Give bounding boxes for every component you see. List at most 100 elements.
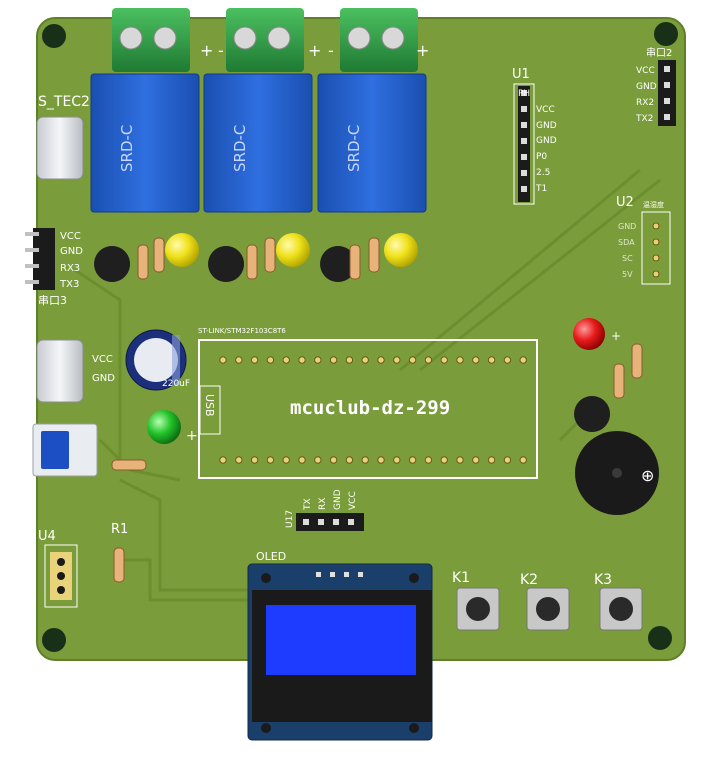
relay-3: SRD-C — [317, 73, 427, 213]
mcu-pad — [345, 356, 354, 364]
terminal-2-plus: + — [308, 41, 321, 60]
key-k1[interactable]: K1 — [452, 570, 500, 631]
usb-c-connector-mid[interactable] — [36, 339, 84, 403]
power-plus: + — [186, 428, 198, 444]
terminal-block-1: + — [112, 8, 213, 72]
mcu-pad — [377, 456, 385, 464]
relay-3-label: SRD-C — [345, 125, 363, 172]
u1-pin-gnd2: GND — [536, 136, 557, 146]
mcu-pad — [298, 456, 306, 464]
mcu-pad — [250, 356, 259, 364]
usart2-tx2: TX2 — [635, 114, 653, 124]
mcu-pad — [329, 456, 338, 464]
terminal-1-plus: + — [200, 41, 213, 60]
usart3-vcc: VCC — [60, 231, 81, 242]
mcu-pad — [487, 356, 496, 364]
usart3-header: VCC GND RX3 TX3 串口3 — [25, 228, 83, 307]
u2-gnd: GND — [618, 222, 636, 231]
terminal-2-minus: - — [218, 41, 224, 60]
mcu-pad — [519, 356, 527, 364]
mcu-pad — [393, 456, 401, 464]
u17-tx: TX — [303, 498, 313, 511]
mcu-pad — [393, 356, 401, 364]
relay-2-label: SRD-C — [231, 125, 249, 172]
oled-label: OLED — [256, 550, 286, 563]
u1-header: U1 PH VCC GND GND P0 2.5 T1 — [512, 67, 557, 205]
mcu-pad — [424, 356, 433, 364]
relay-2: SRD-C — [203, 73, 313, 213]
mcu-pad — [298, 356, 306, 364]
usart3-gnd: GND — [60, 246, 83, 257]
usart3-tx3: TX3 — [59, 279, 79, 290]
mcu-pad — [329, 356, 338, 364]
buzzer: ⊕ — [575, 431, 659, 515]
u2-sub: 温湿度 — [643, 200, 664, 209]
u2-ref: U2 — [616, 195, 634, 210]
capacitor: 220uF — [125, 329, 190, 391]
u17-vcc: VCC — [348, 491, 358, 510]
led-green — [147, 410, 181, 444]
board-title: mcuclub-dz-299 — [290, 397, 450, 419]
mcu-pad — [424, 456, 433, 464]
terminal-3-plus: + — [416, 41, 429, 60]
resistors — [111, 237, 643, 583]
mounting-holes — [42, 22, 678, 652]
mcu-pad — [219, 456, 227, 464]
mcu-pad — [345, 456, 354, 464]
u1-ref: U1 — [512, 67, 530, 82]
mcu-pad — [440, 456, 448, 464]
relay-1-label: SRD-C — [118, 125, 136, 172]
mcu-pad — [519, 456, 527, 464]
key-k1-label: K1 — [452, 570, 470, 586]
mcu-pad — [219, 356, 227, 364]
usart2-header: 串口2 VCC GND RX2 TX2 — [635, 47, 676, 126]
key-k3[interactable]: K3 — [594, 572, 643, 631]
copper-traces — [74, 168, 661, 602]
u2-5v: 5V — [622, 270, 633, 279]
mcu-pad — [282, 456, 290, 464]
u17-ref: U17 — [285, 510, 295, 528]
mcu-pad — [503, 356, 512, 364]
mcu-pad — [235, 456, 243, 464]
usb-c-mid-gnd: GND — [92, 373, 115, 384]
capacitor-value: 220uF — [162, 379, 190, 389]
u17-header: U17 TX RX GND VCC — [285, 489, 364, 531]
mcu-pad — [377, 356, 385, 364]
usb-c-connector-top[interactable] — [36, 116, 84, 180]
usart2-vcc: VCC — [636, 66, 655, 76]
key-k3-label: K3 — [594, 572, 612, 588]
mcu-usb-label: USB — [203, 394, 216, 417]
u2-sensor: U2 温湿度 GND SDA SC 5V — [616, 195, 671, 285]
u4-component: U4 — [38, 529, 78, 608]
mcu-pad — [250, 456, 259, 464]
key-k2-label: K2 — [520, 572, 538, 588]
led-yellow-1 — [165, 233, 199, 267]
u2-sda: SDA — [618, 238, 635, 247]
u1-pin-gnd1: GND — [536, 121, 557, 131]
mcu-pad — [456, 456, 464, 464]
usart3-rx3: RX3 — [60, 263, 80, 274]
mcu-pad — [361, 456, 369, 464]
mcu-pad — [487, 456, 496, 464]
terminal-3-minus: - — [328, 41, 334, 60]
mcu-pad — [314, 356, 322, 364]
key-k2[interactable]: K2 — [520, 572, 570, 631]
u4-ref: U4 — [38, 529, 56, 544]
usart2-rx2: RX2 — [636, 98, 654, 108]
usart2-gnd: GND — [636, 82, 657, 92]
mcu-pad — [440, 356, 448, 364]
power-switch[interactable] — [32, 423, 98, 477]
mcu-pad — [266, 356, 275, 364]
mcu-top-text: ST-LINK/STM32F103C8T6 — [198, 327, 286, 335]
u1-pin-25: 2.5 — [536, 168, 550, 178]
terminal-block-2: - + — [218, 8, 321, 72]
mcu-pad — [503, 456, 512, 464]
mcu-module: ST-LINK/STM32F103C8T6 USB mcuclub-dz-299 — [198, 327, 538, 479]
led-yellow-2 — [276, 233, 310, 267]
mcu-pad — [361, 356, 369, 364]
mcu-pad — [314, 456, 322, 464]
usb-c-mid-vcc: VCC — [92, 354, 113, 365]
mcu-pad — [266, 456, 275, 464]
usb-c-top-ref: S_TEC2 — [38, 94, 90, 110]
